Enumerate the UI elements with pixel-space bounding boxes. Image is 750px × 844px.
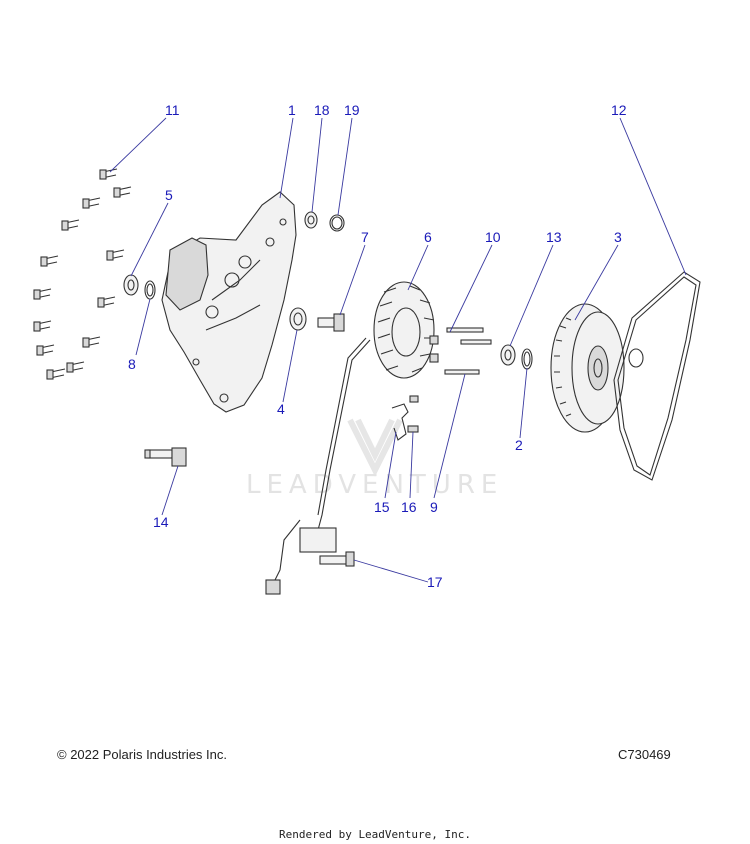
callout-7: 7 <box>361 229 369 245</box>
callout-8: 8 <box>128 356 136 372</box>
callout-11: 11 <box>165 102 180 118</box>
clip-15 <box>391 403 409 441</box>
copyright-text: © 2022 Polaris Industries Inc. <box>57 747 227 762</box>
callout-19: 19 <box>344 102 360 118</box>
leader-lines <box>109 117 687 583</box>
callout-13: 13 <box>546 229 562 245</box>
bolts-10 <box>429 327 492 363</box>
bearing-18 <box>304 211 318 229</box>
bearing-4 <box>289 307 307 331</box>
callout-15: 15 <box>374 499 390 515</box>
callout-10: 10 <box>485 229 501 245</box>
seal-5 <box>123 274 139 296</box>
callout-18: 18 <box>314 102 330 118</box>
sensor-17 <box>319 551 355 567</box>
seal-2 <box>521 348 533 370</box>
shaft-7 <box>317 313 345 332</box>
wire-harness <box>265 337 371 595</box>
callout-2: 2 <box>515 437 523 453</box>
sensor-14 <box>144 447 187 467</box>
callout-12: 12 <box>611 102 627 118</box>
gasket-12 <box>613 271 701 481</box>
callout-16: 16 <box>401 499 417 515</box>
watermark-logo: LEADVENTURE <box>246 418 503 500</box>
callout-9: 9 <box>430 499 438 515</box>
o-ring-8 <box>144 280 156 300</box>
callout-labels: 1 18 19 11 12 5 7 6 10 13 3 8 4 2 15 16 … <box>128 102 627 590</box>
ring-19 <box>329 214 345 232</box>
washer-13 <box>500 344 516 366</box>
callout-4: 4 <box>277 401 285 417</box>
stator-6 <box>373 281 435 379</box>
callout-1: 1 <box>288 102 296 118</box>
callout-17: 17 <box>427 574 443 590</box>
callout-3: 3 <box>614 229 622 245</box>
bolts-9 <box>444 369 480 375</box>
callout-5: 5 <box>165 187 173 203</box>
watermark-text: LEADVENTURE <box>246 470 503 500</box>
callout-14: 14 <box>153 514 169 530</box>
engine-cover <box>161 191 297 413</box>
bolts-group <box>33 168 132 380</box>
flywheel-3 <box>550 303 625 433</box>
diagram-code: C730469 <box>618 747 671 762</box>
callout-6: 6 <box>424 229 432 245</box>
rendered-by-text: Rendered by LeadVenture, Inc. <box>278 828 472 841</box>
screw-16 <box>407 395 419 433</box>
